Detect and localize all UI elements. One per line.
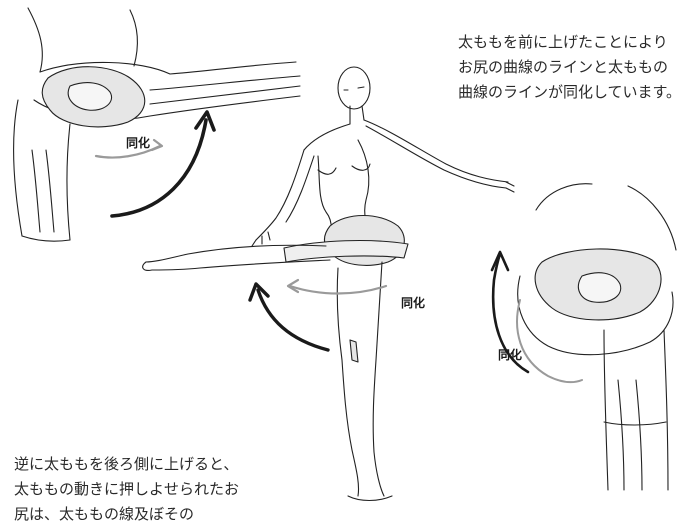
top-left-curved-arrow: [110, 118, 208, 218]
top-left-pelvis-diagram: [13, 7, 301, 242]
right-gray-arrow: [516, 299, 583, 384]
top-explanation-line-2: お尻の曲線のラインと太ももの: [458, 58, 669, 76]
label-dooka-right: 同化: [498, 348, 523, 362]
center-gray-arrow: [288, 284, 388, 295]
label-dooka-top-left: 同化: [126, 136, 151, 150]
right-pelvis-bones: [534, 248, 662, 321]
illustration-canvas: [13, 7, 677, 502]
right-curved-arrow: [491, 252, 530, 374]
label-dooka-center: 同化: [401, 296, 426, 310]
center-figure: [142, 66, 515, 502]
bottom-explanation-line-2: 太ももの動きに押しよせられたお: [14, 480, 240, 498]
center-pelvis-bones: [283, 215, 409, 266]
center-curved-arrow: [256, 288, 330, 352]
top-explanation-line-1: 太ももを前に上げたことにより: [458, 33, 668, 51]
top-left-pelvis-bones: [41, 66, 146, 128]
top-explanation-line-3: 曲線のラインが同化しています。: [458, 83, 682, 101]
bottom-explanation-text: 逆に太ももを後ろ側に上げると、 太ももの動きに押しよせられたお 尻は、太ももの線…: [14, 452, 239, 527]
right-pelvis-diagram: [517, 183, 677, 491]
bottom-explanation-line-3: 尻は、太ももの線及ぼその: [14, 505, 195, 523]
top-explanation-text: 太ももを前に上げたことにより お尻の曲線のラインと太ももの 曲線のラインが同化し…: [458, 30, 681, 105]
bottom-explanation-line-1: 逆に太ももを後ろ側に上げると、: [14, 455, 239, 473]
